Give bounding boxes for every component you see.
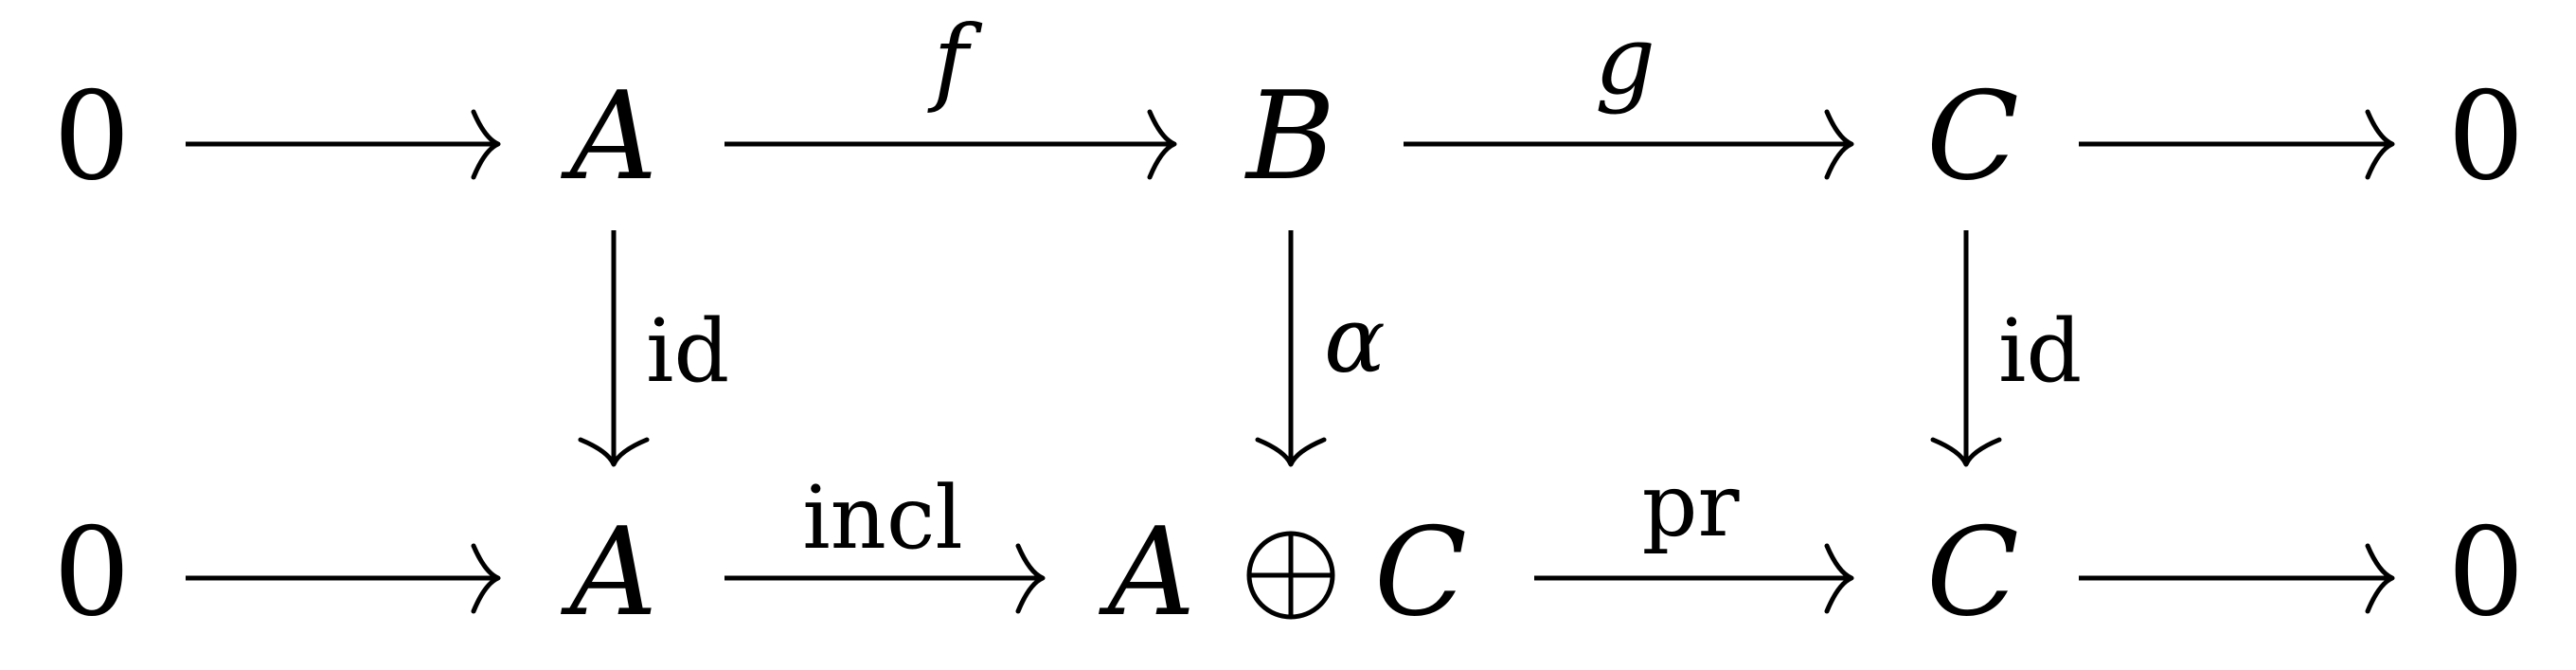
arrow-bottom-zero-to-A [186, 543, 501, 614]
arrow-label-alpha: α [1324, 287, 1386, 393]
arrow-id-left [578, 230, 650, 467]
arrow-f [724, 109, 1177, 180]
node-bottom-direct-sum-A: A [1099, 502, 1195, 643]
oplus-icon [1246, 531, 1335, 620]
arrow-g [1404, 109, 1854, 180]
arrow-incl [724, 543, 1046, 614]
arrow-label-id-right: id [1998, 300, 2082, 402]
node-bottom-C: C [1926, 502, 2019, 643]
node-bottom-direct-sum-C: C [1374, 502, 1467, 643]
node-top-A: A [561, 66, 657, 208]
arrow-pr [1534, 543, 1854, 614]
arrow-top-zero-to-A [186, 109, 501, 180]
arrow-label-id-left: id [646, 300, 729, 402]
arrow-label-g: g [1595, 5, 1655, 116]
arrow-label-f: f [926, 5, 982, 116]
node-bottom-A: A [561, 502, 657, 643]
node-bottom-zero-left: 0 [53, 502, 130, 643]
node-top-zero-right: 0 [2447, 66, 2524, 208]
node-top-zero-left: 0 [53, 66, 130, 208]
arrow-top-C-to-zero [2079, 109, 2395, 180]
arrow-label-incl: incl [802, 467, 963, 569]
node-top-C: C [1926, 66, 2019, 208]
arrow-bottom-C-to-zero [2079, 543, 2395, 614]
arrow-alpha [1255, 230, 1327, 467]
arrow-id-right [1930, 230, 2002, 467]
arrow-label-pr: pr [1642, 455, 1740, 556]
node-top-B: B [1244, 66, 1335, 208]
node-bottom-zero-right: 0 [2447, 502, 2524, 643]
